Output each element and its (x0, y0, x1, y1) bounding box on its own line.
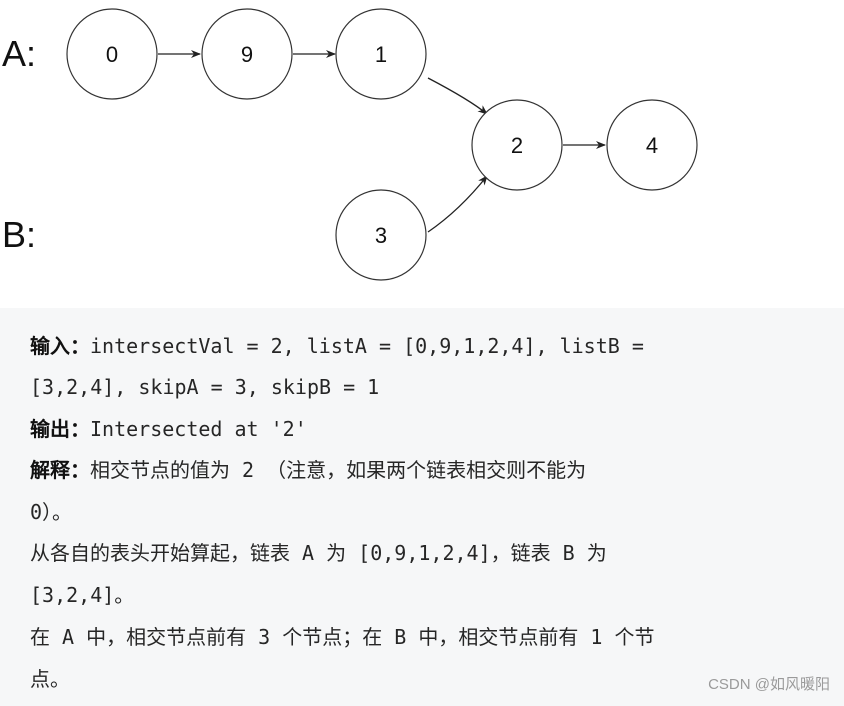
output-label: 输出： (30, 417, 90, 441)
node-3-value: 3 (375, 223, 387, 248)
output-line: 输出：Intersected at '2' (30, 415, 307, 443)
node-9-value: 9 (241, 42, 253, 67)
node-4-value: 4 (646, 133, 658, 158)
node-0 (66, 8, 158, 100)
explain-line-4: [3,2,4]。 (30, 583, 135, 607)
node-1 (335, 8, 427, 100)
example-block: 输入：intersectVal = 2, listA = [0,9,1,2,4]… (0, 308, 844, 706)
explain-line-3: 从各自的表头开始算起，链表 A 为 [0,9,1,2,4]，链表 B 为 (30, 541, 607, 565)
node-2 (471, 99, 563, 191)
list-a-label: A: (2, 33, 36, 74)
explain-text: 相交节点的值为 2 （注意，如果两个链表相交则不能为 (90, 458, 587, 482)
explain-line-6: 点。 (30, 667, 70, 691)
edge-3-2 (427, 175, 488, 233)
node-0-value: 0 (106, 42, 118, 67)
node-9 (201, 8, 293, 100)
explain-label: 解释： (30, 458, 90, 482)
node-4 (606, 99, 698, 191)
input-line-cont: [3,2,4], skipA = 3, skipB = 1 (30, 375, 380, 399)
output-text: Intersected at '2' (90, 417, 307, 441)
explain-line: 解释：相交节点的值为 2 （注意，如果两个链表相交则不能为 (30, 456, 586, 484)
explain-line-2: 0）。 (30, 500, 73, 524)
edge-1-2 (427, 77, 488, 115)
input-text: intersectVal = 2, listA = [0,9,1,2,4], l… (90, 334, 644, 358)
linked-list-intersection-diagram: A: B: 0 9 1 2 4 3 (2, 8, 698, 281)
input-label: 输入： (30, 334, 90, 358)
node-1-value: 1 (375, 42, 387, 67)
csdn-watermark: CSDN @如风暖阳 (708, 676, 830, 693)
node-2-value: 2 (511, 133, 523, 158)
node-3 (335, 189, 427, 281)
input-line: 输入：intersectVal = 2, listA = [0,9,1,2,4]… (30, 332, 644, 360)
list-b-label: B: (2, 214, 36, 255)
explain-line-5: 在 A 中，相交节点前有 3 个节点；在 B 中，相交节点前有 1 个节 (30, 625, 655, 649)
